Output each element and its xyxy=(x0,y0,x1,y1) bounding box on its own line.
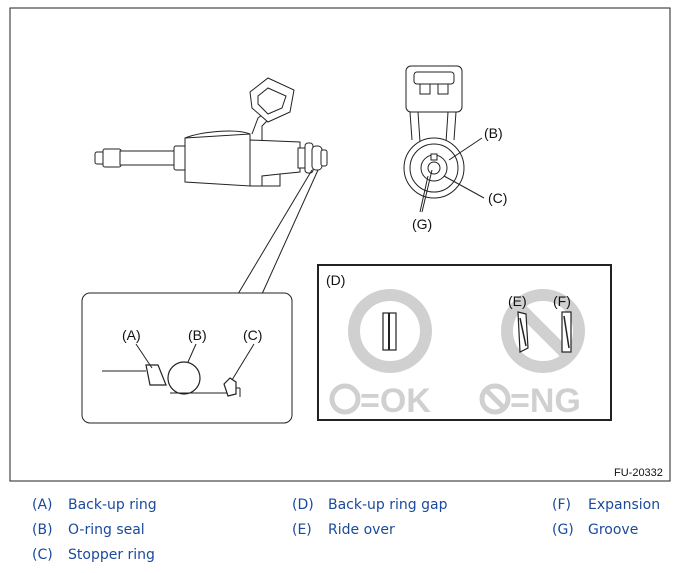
legend-key: (F) xyxy=(552,497,571,513)
injector-end-view xyxy=(403,65,465,199)
legend-item-c: (C) Stopper ring xyxy=(32,547,155,563)
label-g-end: (G) xyxy=(412,216,432,232)
callout-line xyxy=(261,169,319,295)
legend-text: Ride over xyxy=(328,522,395,538)
ng-circle-bg xyxy=(501,289,585,373)
ok-circle-bg xyxy=(348,289,432,373)
label-c-end: (C) xyxy=(488,190,507,206)
o-ring-seal-shape xyxy=(167,361,201,395)
legend-text: Back-up ring xyxy=(68,497,157,513)
ok-text: =OK xyxy=(360,382,431,420)
label-b-detail: (B) xyxy=(188,327,207,343)
back-up-ring-shape xyxy=(145,364,167,386)
ok-mark-icon xyxy=(329,383,361,415)
legend-key: (G) xyxy=(552,522,574,538)
legend-item-a: (A) Back-up ring xyxy=(32,497,157,513)
detail-box xyxy=(81,292,293,424)
legend-key: (B) xyxy=(32,522,53,538)
figure-id: FU-20332 xyxy=(614,467,663,479)
label-f: (F) xyxy=(553,293,571,309)
legend-key: (D) xyxy=(292,497,314,513)
legend-text: Expansion xyxy=(588,497,661,513)
legend: (A) Back-up ring (B) O-ring seal (C) Stoppe… xyxy=(0,493,681,573)
legend-text: Stopper ring xyxy=(68,547,155,563)
legend-item-b: (B) O-ring seal xyxy=(32,522,145,538)
label-c-detail: (C) xyxy=(243,327,262,343)
legend-text: Groove xyxy=(588,522,639,538)
legend-text: O-ring seal xyxy=(68,522,145,538)
legend-key: (E) xyxy=(292,522,312,538)
legend-key: (A) xyxy=(32,497,53,513)
legend-item-e: (E) Ride over xyxy=(292,522,395,538)
label-e: (E) xyxy=(508,293,527,309)
callout-line xyxy=(237,169,313,295)
ng-text: =NG xyxy=(510,382,581,420)
ng-mark-icon xyxy=(479,383,511,415)
label-a-detail: (A) xyxy=(122,327,141,343)
label-b-end: (B) xyxy=(484,125,503,141)
injector-side-view xyxy=(94,77,328,187)
label-d: (D) xyxy=(326,272,345,288)
legend-item-d: (D) Back-up ring gap xyxy=(292,497,447,513)
legend-text: Back-up ring gap xyxy=(328,497,448,513)
legend-item-f: (F) Expansion xyxy=(552,497,660,513)
legend-key: (C) xyxy=(32,547,53,563)
legend-item-g: (G) Groove xyxy=(552,522,638,538)
